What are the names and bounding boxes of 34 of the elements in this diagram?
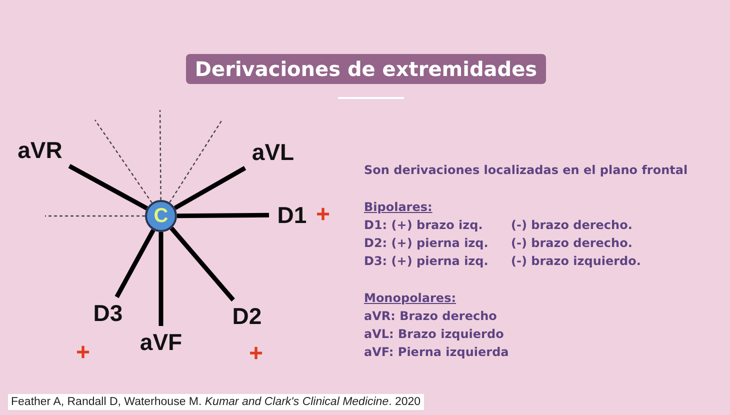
lead-axis-line xyxy=(158,232,164,326)
lead-label: aVF xyxy=(136,329,186,355)
lead-axis-line xyxy=(68,164,148,210)
positive-sign: + xyxy=(76,342,90,364)
center-circle: C xyxy=(145,200,177,232)
description-text: (-) brazo derecho. xyxy=(511,235,632,251)
lead-label: D3 xyxy=(88,300,128,326)
reference-line xyxy=(159,110,162,200)
description-text: aVR: Brazo derecho xyxy=(364,308,497,324)
section-heading: Bipolares: xyxy=(364,199,432,215)
lead-axis-line xyxy=(170,226,235,302)
lead-axis-line xyxy=(174,166,246,210)
lead-label: aVL xyxy=(245,139,301,165)
citation: Feather A, Randall D, Waterhouse M. Kumar and Clark's Clinical Medicine. 2020 xyxy=(8,394,424,410)
description-text: Son derivaciones localizadas en el plano frontal xyxy=(364,162,688,178)
description-text: (-) brazo izquierdo. xyxy=(511,253,641,269)
lead-axis-line xyxy=(176,212,270,218)
lead-label: D2 xyxy=(227,303,267,329)
description-text: D3: (+) pierna izq. xyxy=(364,253,488,269)
description-text: aVF: Pierna izquierda xyxy=(364,344,509,360)
positive-sign: + xyxy=(249,343,264,365)
reference-line xyxy=(45,215,145,217)
lead-label: D1 xyxy=(272,202,312,228)
reference-line xyxy=(169,120,222,203)
lead-axis-line xyxy=(114,228,156,298)
description-text: (-) brazo derecho. xyxy=(511,217,632,233)
section-heading: Monopolares: xyxy=(364,290,456,306)
positive-sign: + xyxy=(316,204,330,226)
description-text: D1: (+) brazo izq. xyxy=(364,217,483,233)
reference-line xyxy=(94,120,152,204)
description-text: D2: (+) pierna izq. xyxy=(364,235,488,251)
lead-label: aVR xyxy=(12,137,68,163)
description-text: aVL: Brazo izquierdo xyxy=(364,326,504,342)
slide-title: Derivaciones de extremidades xyxy=(186,54,546,84)
